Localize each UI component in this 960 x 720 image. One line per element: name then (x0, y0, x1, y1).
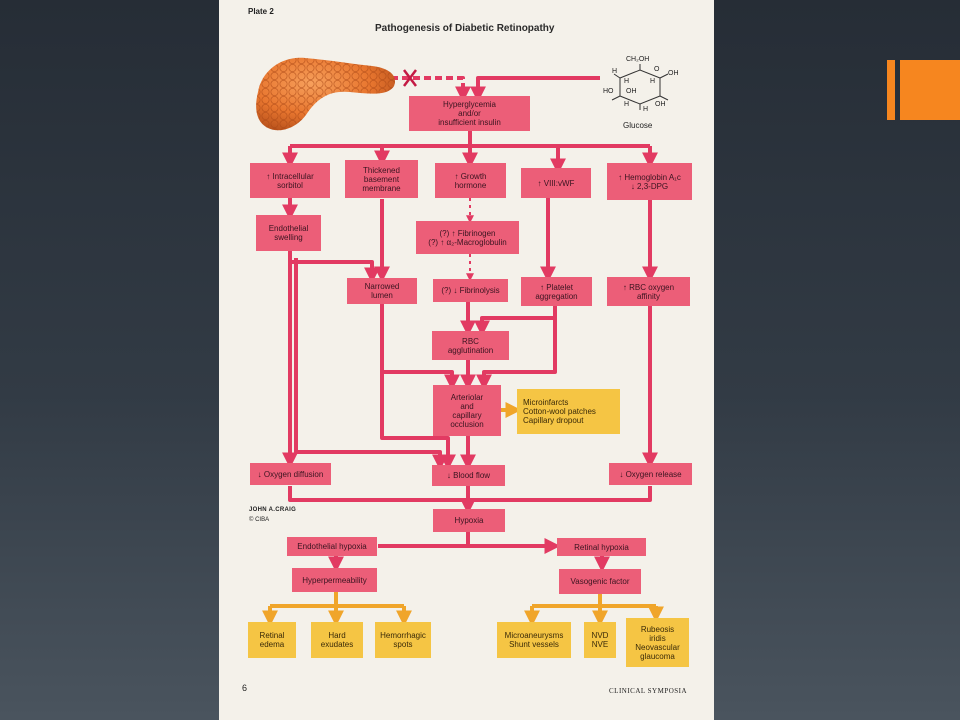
box-fibrinogen: (?) ↑ Fibrinogen (?) ↑ α₂-Macroglobulin (416, 221, 519, 254)
box-oxygen-release: ↓ Oxygen release (609, 463, 692, 485)
box-hemoglobin: ↑ Hemoglobin A₁c ↓ 2,3-DPG (607, 163, 692, 200)
glucose-oh2: OH (626, 88, 637, 95)
copyright: © CIBA (249, 517, 270, 523)
orange-accent-bar-icon (887, 60, 895, 120)
glucose-ch2oh: CH₂OH (626, 56, 650, 63)
box-rbc-oxygen-affinity: ↑ RBC oxygen affinity (607, 277, 690, 306)
glucose-h3: H (650, 78, 656, 85)
artist-signature: JOHN A.CRAIG (249, 507, 297, 513)
box-hyperglycemia: Hyperglycemia and/or insufficient insuli… (409, 96, 530, 131)
plate-label: Plate 2 (248, 7, 274, 16)
box-hemorrhagic-spots: Hemorrhagic spots (375, 622, 431, 658)
box-intracellular-sorbitol: ↑ Intracellular sorbitol (250, 163, 330, 198)
box-hyperpermeability: Hyperpermeability (292, 568, 377, 592)
box-hypoxia: Hypoxia (433, 509, 505, 532)
box-endothelial-swelling: Endothelial swelling (256, 215, 321, 251)
box-nvd-nve: NVD NVE (584, 622, 616, 658)
page-title: Pathogenesis of Diabetic Retinopathy (375, 23, 555, 34)
box-rbc-agglutination: RBC agglutination (432, 331, 509, 360)
orange-accent-square-icon (900, 60, 960, 120)
box-microaneurysms: Microaneurysms Shunt vessels (497, 622, 571, 658)
box-blood-flow: ↓ Blood flow (432, 465, 505, 486)
box-hard-exudates: Hard exudates (311, 622, 363, 658)
box-rubeosis: Rubeosis iridis Neovascular glaucoma (626, 618, 689, 667)
glucose-h1: H (612, 68, 618, 75)
glucose-ho: HO (603, 88, 614, 95)
box-oxygen-diffusion: ↓ Oxygen diffusion (250, 463, 331, 485)
box-arteriolar-occlusion: Arteriolar and capillary occlusion (433, 385, 501, 436)
glucose-h4: H (624, 101, 630, 108)
glucose-oh3: OH (655, 101, 666, 108)
box-retinal-edema: Retinal edema (248, 622, 296, 658)
box-endothelial-hypoxia: Endothelial hypoxia (287, 537, 377, 556)
box-thickened-basement: Thickened basement membrane (345, 160, 418, 198)
box-growth-hormone: ↑ Growth hormone (435, 163, 506, 198)
page-number: 6 (242, 683, 248, 693)
glucose-label: Glucose (623, 121, 653, 130)
box-vasogenic-factor: Vasogenic factor (559, 569, 641, 594)
box-narrowed-lumen: Narrowed lumen (347, 278, 417, 304)
box-fibrinolysis: (?) ↓ Fibrinolysis (433, 279, 508, 302)
glucose-h5: H (643, 106, 649, 113)
box-retinal-hypoxia: Retinal hypoxia (557, 538, 646, 556)
box-microinfarcts: Microinfarcts Cotton-wool patches Capill… (517, 389, 620, 434)
box-platelet-aggregation: ↑ Platelet aggregation (521, 277, 592, 306)
glucose-h2: H (624, 78, 630, 85)
glucose-oh1: OH (668, 70, 679, 77)
box-viii-vwf: ↑ VIII:vWF (521, 168, 591, 198)
journal-name: CLINICAL SYMPOSIA (609, 687, 688, 695)
glucose-ring-o: O (654, 66, 660, 73)
